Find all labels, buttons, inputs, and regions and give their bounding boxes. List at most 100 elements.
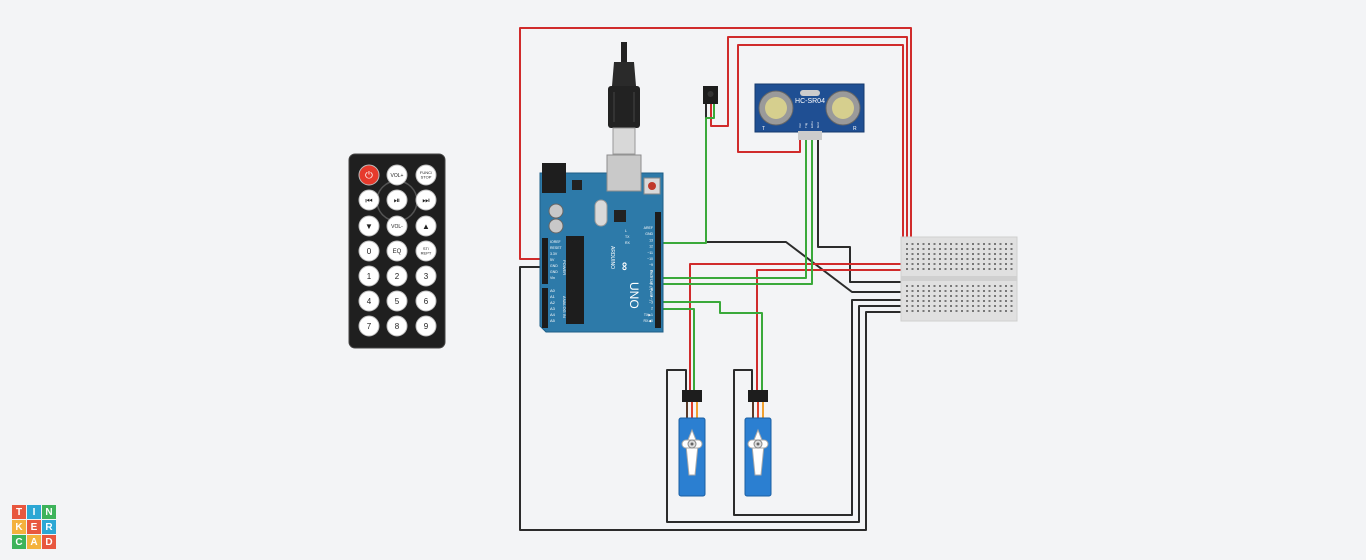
breadboard-hole[interactable] xyxy=(994,253,996,255)
breadboard-hole[interactable] xyxy=(983,310,985,312)
breadboard-hole[interactable] xyxy=(994,310,996,312)
breadboard-hole[interactable] xyxy=(972,285,974,287)
breadboard-hole[interactable] xyxy=(955,268,958,270)
remote-button-five[interactable]: 5 xyxy=(386,290,408,312)
breadboard-hole[interactable] xyxy=(906,300,908,302)
breadboard-hole[interactable] xyxy=(944,300,947,302)
breadboard-hole[interactable] xyxy=(988,310,991,312)
breadboard-hole[interactable] xyxy=(944,258,947,260)
breadboard-hole[interactable] xyxy=(928,310,930,312)
breadboard-hole[interactable] xyxy=(994,243,996,245)
breadboard-hole[interactable] xyxy=(988,295,991,297)
remote-button-six[interactable]: 6 xyxy=(415,290,437,312)
breadboard-hole[interactable] xyxy=(955,305,958,307)
breadboard-hole[interactable] xyxy=(994,295,996,297)
breadboard-hole[interactable] xyxy=(972,263,974,265)
breadboard-hole[interactable] xyxy=(961,248,963,250)
remote-button-st-rept[interactable]: ST/REPT xyxy=(415,240,437,262)
breadboard-hole[interactable] xyxy=(917,243,919,245)
breadboard-hole[interactable] xyxy=(1010,295,1013,297)
breadboard-hole[interactable] xyxy=(966,258,969,260)
breadboard-hole[interactable] xyxy=(961,268,963,270)
breadboard-hole[interactable] xyxy=(911,310,914,312)
breadboard-hole[interactable] xyxy=(917,285,919,287)
breadboard-hole[interactable] xyxy=(961,305,963,307)
breadboard-hole[interactable] xyxy=(922,253,925,255)
remote-button-prev[interactable]: ⏮ xyxy=(358,189,380,211)
breadboard-hole[interactable] xyxy=(922,300,925,302)
breadboard-hole[interactable] xyxy=(906,258,908,260)
breadboard-hole[interactable] xyxy=(950,243,952,245)
breadboard-hole[interactable] xyxy=(988,305,991,307)
breadboard-hole[interactable] xyxy=(999,268,1002,270)
breadboard-hole[interactable] xyxy=(917,248,919,250)
breadboard-hole[interactable] xyxy=(933,258,936,260)
servos[interactable] xyxy=(678,390,772,497)
breadboard-hole[interactable] xyxy=(906,263,908,265)
breadboard-hole[interactable] xyxy=(999,305,1002,307)
breadboard-hole[interactable] xyxy=(917,268,919,270)
breadboard-hole[interactable] xyxy=(928,263,930,265)
breadboard-hole[interactable] xyxy=(1010,310,1013,312)
breadboard-hole[interactable] xyxy=(917,310,919,312)
breadboard-hole[interactable] xyxy=(955,290,958,292)
breadboard-hole[interactable] xyxy=(966,268,969,270)
breadboard-hole[interactable] xyxy=(999,290,1002,292)
breadboard-hole[interactable] xyxy=(1005,300,1007,302)
breadboard-hole[interactable] xyxy=(911,263,914,265)
breadboard-hole[interactable] xyxy=(988,285,991,287)
remote-button-down[interactable]: ▼ xyxy=(358,215,380,237)
breadboard-hole[interactable] xyxy=(977,268,980,270)
breadboard-hole[interactable] xyxy=(1005,290,1007,292)
breadboard-hole[interactable] xyxy=(988,290,991,292)
breadboard-hole[interactable] xyxy=(988,248,991,250)
breadboard-hole[interactable] xyxy=(1005,310,1007,312)
usb-cable[interactable] xyxy=(608,42,640,155)
breadboard-hole[interactable] xyxy=(944,310,947,312)
remote-button-eight[interactable]: 8 xyxy=(386,315,408,337)
breadboard-hole[interactable] xyxy=(983,300,985,302)
breadboard-hole[interactable] xyxy=(944,295,947,297)
breadboard-hole[interactable] xyxy=(922,258,925,260)
breadboard-hole[interactable] xyxy=(950,263,952,265)
breadboard-hole[interactable] xyxy=(911,305,914,307)
breadboard-hole[interactable] xyxy=(961,258,963,260)
breadboard-hole[interactable] xyxy=(1005,305,1007,307)
breadboard-hole[interactable] xyxy=(1005,295,1007,297)
wire-ir-signal-green[interactable] xyxy=(660,104,715,244)
breadboard-hole[interactable] xyxy=(944,253,947,255)
breadboard-hole[interactable] xyxy=(950,300,952,302)
breadboard-hole[interactable] xyxy=(911,258,914,260)
breadboard-hole[interactable] xyxy=(928,295,930,297)
breadboard-hole[interactable] xyxy=(933,305,936,307)
breadboard-hole[interactable] xyxy=(1010,263,1013,265)
breadboard-hole[interactable] xyxy=(983,285,985,287)
wire-sensor-vcc2-red[interactable] xyxy=(727,36,908,260)
breadboard-hole[interactable] xyxy=(950,290,952,292)
breadboard-hole[interactable] xyxy=(1005,253,1007,255)
breadboard-hole[interactable] xyxy=(950,295,952,297)
breadboard-hole[interactable] xyxy=(1010,305,1013,307)
wire-servo2-sig-green[interactable] xyxy=(660,301,763,390)
remote-button-zero[interactable]: 0 xyxy=(358,240,380,262)
breadboard-hole[interactable] xyxy=(906,310,908,312)
remote-button-play-pause[interactable]: ⏯ xyxy=(386,189,408,211)
breadboard-hole[interactable] xyxy=(928,290,930,292)
breadboard-hole[interactable] xyxy=(966,285,969,287)
breadboard-hole[interactable] xyxy=(983,268,985,270)
breadboard-hole[interactable] xyxy=(955,258,958,260)
breadboard-hole[interactable] xyxy=(917,300,919,302)
breadboard-hole[interactable] xyxy=(1010,268,1013,270)
breadboard-hole[interactable] xyxy=(944,290,947,292)
breadboard-hole[interactable] xyxy=(1005,285,1007,287)
breadboard-hole[interactable] xyxy=(988,268,991,270)
breadboard-hole[interactable] xyxy=(961,310,963,312)
breadboard-hole[interactable] xyxy=(906,243,908,245)
breadboard-hole[interactable] xyxy=(939,268,941,270)
breadboard-hole[interactable] xyxy=(983,295,985,297)
breadboard-hole[interactable] xyxy=(955,295,958,297)
breadboard-hole[interactable] xyxy=(933,268,936,270)
breadboard-hole[interactable] xyxy=(944,263,947,265)
breadboard-hole[interactable] xyxy=(983,290,985,292)
breadboard-hole[interactable] xyxy=(928,258,930,260)
